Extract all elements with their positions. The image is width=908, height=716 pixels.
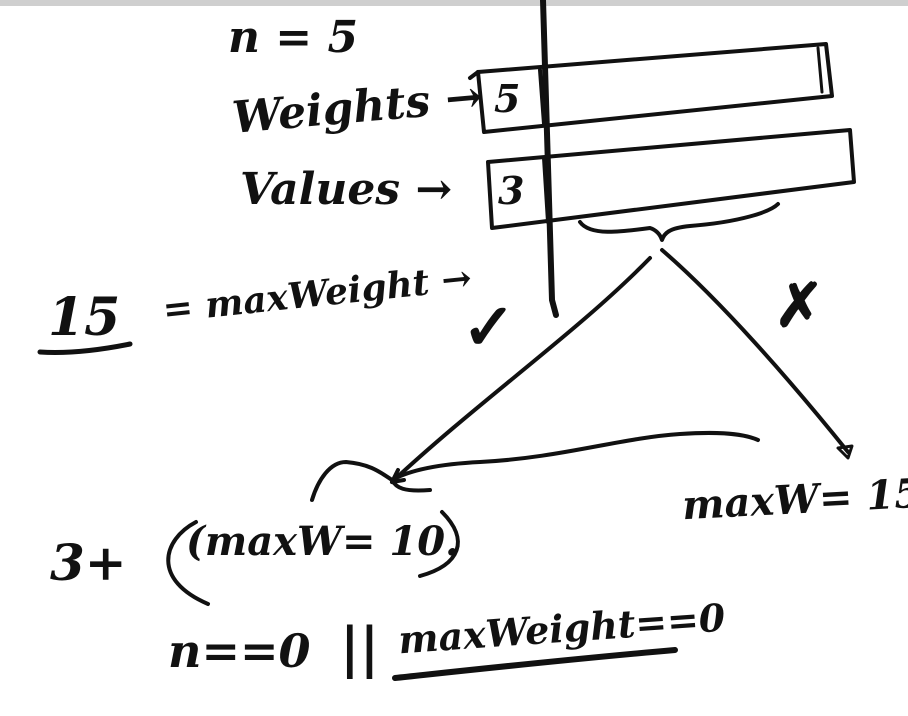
weights-array-box (476, 42, 834, 134)
exclude-branch-line (660, 248, 850, 454)
values-label: Values → (240, 164, 453, 215)
exclude-branch-arrowhead (836, 444, 854, 460)
subarray-brace (578, 202, 780, 242)
values-array-box (486, 128, 856, 230)
base-case-or: || (340, 615, 380, 679)
base-case-left: n==0 (168, 624, 311, 678)
left-branch-expression: (maxW= 10. (186, 518, 459, 565)
max-weight-value: 15 (48, 287, 121, 348)
include-check-mark: ✓ (462, 290, 516, 365)
weights-box-end-cell (816, 46, 824, 94)
left-branch-prefix: 3+ (50, 533, 127, 592)
base-case-underline (392, 647, 678, 681)
weights-first-cell: 5 (494, 76, 521, 121)
values-cell-divider (542, 156, 550, 224)
max-weight-underline (37, 341, 133, 356)
exclude-cross-mark: ✗ (774, 271, 825, 341)
weights-box-tick (468, 70, 480, 80)
left-close-paren (418, 510, 460, 578)
n-definition: n = 5 (228, 12, 359, 63)
left-brace-hook (390, 478, 432, 493)
values-first-cell: 3 (498, 168, 525, 213)
right-branch-expression: maxW= 15 (680, 469, 908, 530)
left-open-paren (166, 520, 210, 606)
left-subproblem-brace (310, 430, 760, 502)
top-edge (0, 0, 908, 6)
weights-cell-divider (538, 68, 546, 126)
include-branch-line (390, 256, 652, 484)
divider-line (540, 0, 559, 318)
